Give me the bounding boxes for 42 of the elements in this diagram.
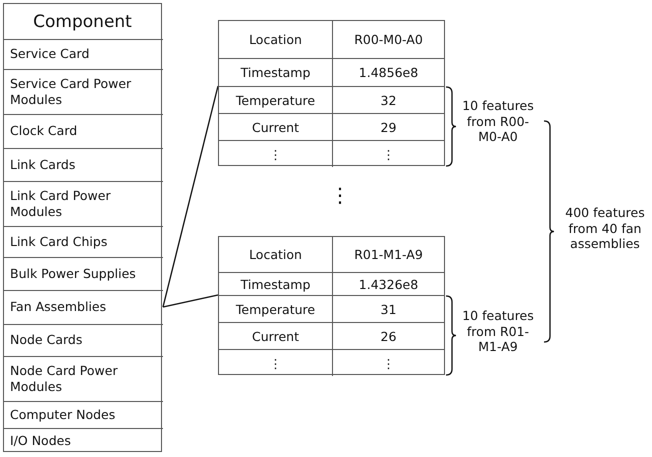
table-cell: R00-M0-A0 (333, 21, 444, 59)
table-cell-text: ⋮ (381, 354, 396, 372)
component-table (3, 3, 162, 452)
table-cell: ⋮ (219, 141, 333, 167)
table-cell: Location (219, 21, 333, 59)
table-row: I/O Nodes (4, 428, 163, 453)
table-cell: ⋮ (219, 350, 333, 376)
table-row: Bulk Power Supplies (4, 257, 163, 290)
table-row: Link Card Power Modules (4, 181, 163, 226)
table-cell: R01-M1-A9 (333, 237, 444, 273)
table-cell: 26 (333, 323, 444, 350)
connector-line (162, 86, 219, 308)
table-header: Component (32, 10, 133, 34)
ellipsis: ⋮ (329, 183, 351, 208)
table-row: Service Card (4, 39, 163, 69)
table-row: Link Card Chips (4, 226, 163, 257)
table-cell: Timestamp (219, 59, 333, 87)
table-row: Clock Card (4, 114, 163, 148)
table-cell: Temperature (219, 87, 333, 114)
table-cell: Location (219, 237, 333, 273)
connector-line (162, 294, 218, 308)
table-row: Fan Assemblies (4, 290, 163, 324)
annotation-text: 10 features from R00-M0-A0 (461, 98, 535, 145)
table-cell-text: ⋮ (381, 146, 396, 164)
annotation-text: 10 features from R01-M1-A9 (461, 308, 535, 355)
table-cell: Timestamp (219, 273, 333, 296)
data-table (218, 20, 445, 166)
data-table (218, 236, 445, 375)
table-cell: 1.4326e8 (333, 273, 444, 296)
table-cell: 1.4856e8 (333, 59, 444, 87)
table-row: Node Card Power Modules (4, 356, 163, 401)
table-cell: 31 (333, 296, 444, 323)
table-row: Node Cards (4, 324, 163, 356)
table-cell: Current (219, 114, 333, 141)
table-row: Service Card Power Modules (4, 69, 163, 114)
table-cell: 29 (333, 114, 444, 141)
table-cell: Current (219, 323, 333, 350)
table-row: Computer Nodes (4, 401, 163, 428)
table-row: Link Cards (4, 148, 163, 181)
table-cell: 32 (333, 87, 444, 114)
annotation-text: 400 features from 40 fan assemblies (564, 205, 646, 252)
table-cell: Temperature (219, 296, 333, 323)
